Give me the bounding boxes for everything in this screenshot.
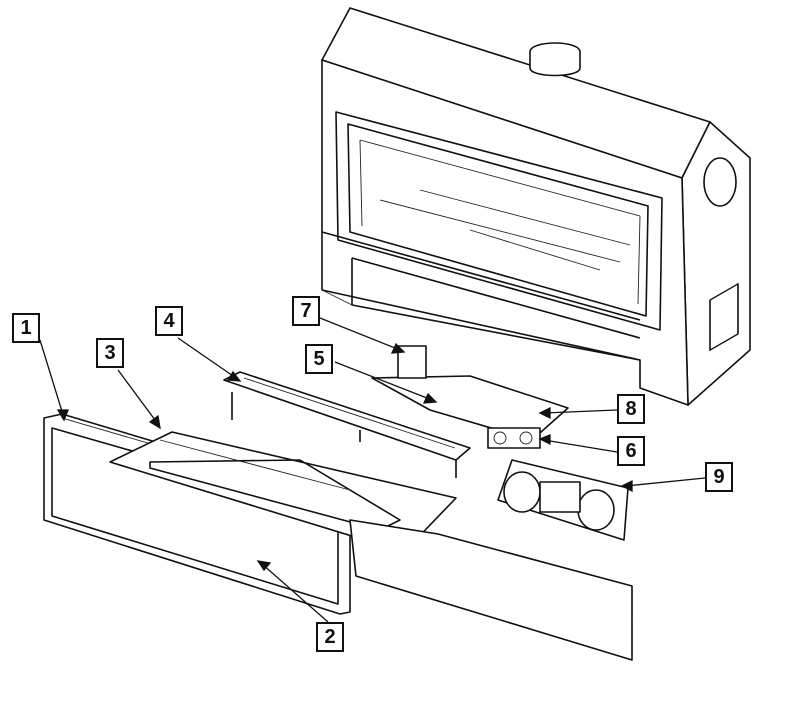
callout-7: 7 — [292, 296, 320, 326]
callout-8: 8 — [617, 394, 645, 424]
burner-tray-part-3 — [109, 431, 457, 553]
blower-part-9 — [497, 459, 629, 541]
fireplace-body — [321, 7, 751, 406]
callout-1: 1 — [12, 313, 40, 343]
callout-3: 3 — [96, 338, 124, 368]
callout-4: 4 — [155, 306, 183, 336]
callout-9: 9 — [705, 462, 733, 492]
leader-lines — [39, 317, 706, 623]
callout-2: 2 — [316, 622, 344, 652]
callout-6: 6 — [617, 436, 645, 466]
callout-5: 5 — [305, 344, 333, 374]
lower-panel — [349, 519, 633, 661]
